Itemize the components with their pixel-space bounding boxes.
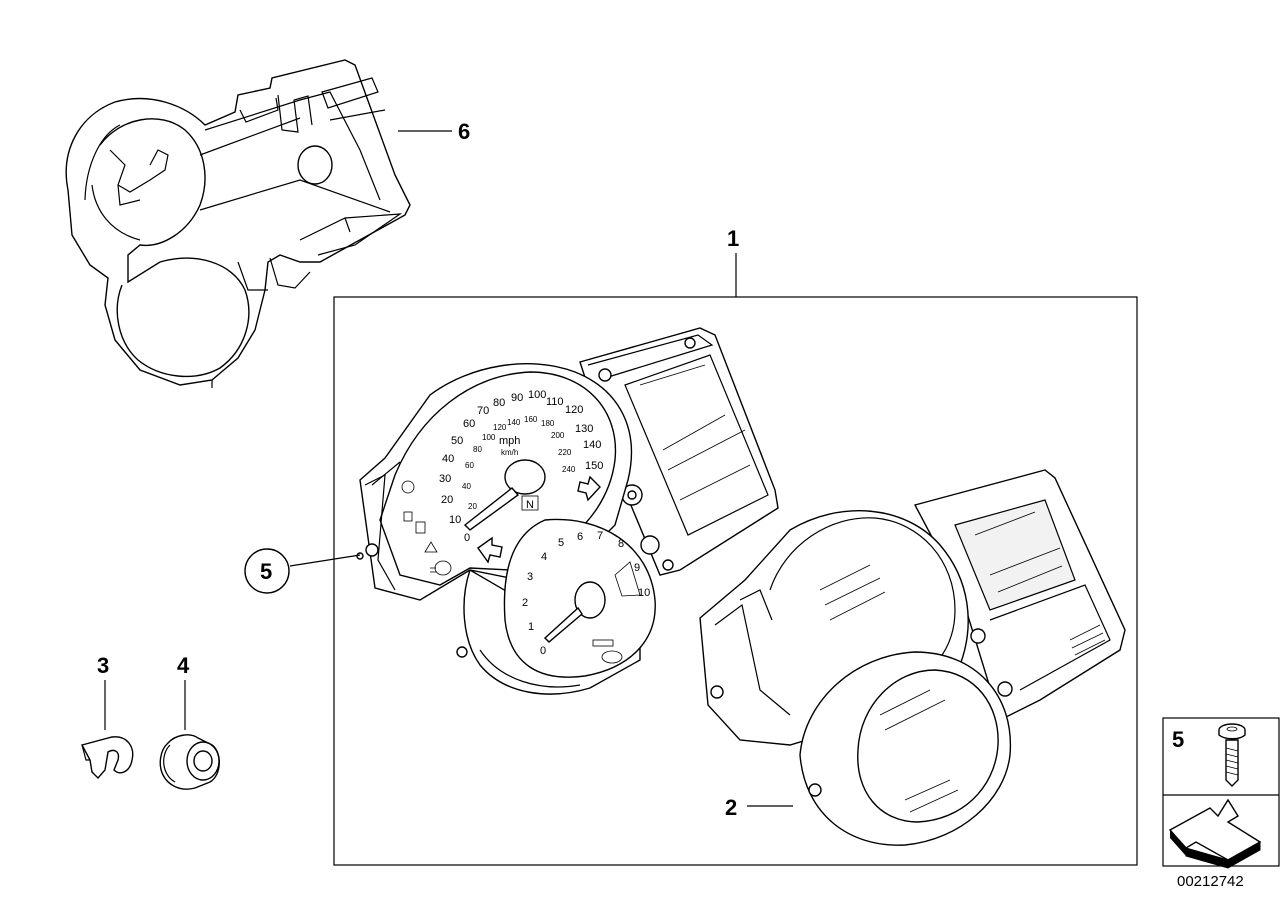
kmh-tick: 40 — [462, 482, 471, 491]
kmh-tick: 180 — [541, 419, 555, 428]
callout-4-label: 4 — [177, 653, 190, 678]
kmh-tick: 140 — [507, 418, 521, 427]
kmh-tick: 220 — [558, 448, 572, 457]
rpm-tick: 6 — [577, 531, 583, 543]
kmh-tick: 60 — [465, 461, 474, 470]
rpm-tick: 2 — [522, 597, 528, 609]
callout-2-label: 2 — [725, 795, 737, 820]
tachometer-scale: 0 1 2 3 4 5 6 7 8 9 10 — [522, 530, 650, 657]
rpm-tick: 8 — [618, 538, 624, 550]
mph-tick: 80 — [493, 397, 505, 409]
callout-5: 5 — [244, 548, 361, 594]
view-direction-arrow-icon — [1168, 798, 1262, 869]
detail-callout-5-label: 5 — [1172, 727, 1184, 752]
rpm-tick: 10 — [638, 587, 650, 599]
mph-tick: 50 — [451, 435, 463, 447]
gear-indicator: N — [526, 499, 534, 511]
rpm-tick: 0 — [540, 645, 546, 657]
mph-tick: 130 — [575, 423, 593, 435]
mph-tick: 10 — [449, 514, 461, 526]
callout-2: 2 — [725, 795, 793, 820]
rpm-tick: 4 — [541, 551, 547, 563]
kmh-tick: 160 — [524, 415, 538, 424]
mph-tick: 0 — [464, 532, 470, 544]
mph-scale: 0 10 20 30 40 50 60 70 80 90 100 110 120… — [439, 389, 603, 544]
unit-mph: mph — [499, 435, 520, 447]
mph-tick: 150 — [585, 460, 603, 472]
callout-6: 6 — [398, 119, 470, 144]
kmh-tick: 240 — [562, 465, 576, 474]
mph-tick: 70 — [477, 405, 489, 417]
rpm-tick: 3 — [527, 571, 533, 583]
rpm-tick: 9 — [634, 562, 640, 574]
kmh-tick: 120 — [493, 423, 507, 432]
mph-tick: 90 — [511, 392, 523, 404]
mph-tick: 30 — [439, 473, 451, 485]
mph-tick: 20 — [441, 494, 453, 506]
cover-lens-part-2 — [699, 469, 1126, 846]
callout-3-label: 3 — [97, 653, 109, 678]
mph-tick: 110 — [546, 396, 564, 408]
kmh-tick: 80 — [473, 445, 482, 454]
mph-tick: 120 — [565, 404, 583, 416]
callout-5-label: 5 — [260, 559, 272, 584]
unit-kmh: km/h — [501, 448, 518, 457]
mph-tick: 60 — [463, 418, 475, 430]
clip-part-3: 3 — [80, 653, 134, 780]
kmh-tick: 200 — [551, 431, 565, 440]
callout-6-label: 6 — [458, 119, 470, 144]
detail-box-screw: 5 — [1162, 717, 1280, 867]
kmh-tick: 20 — [468, 502, 477, 511]
warning-lights — [401, 480, 452, 576]
rpm-tick: 1 — [528, 621, 534, 633]
assembly-frame-part-1: 1 — [333, 226, 1138, 866]
kmh-scale: 20 40 60 80 100 120 140 160 180 200 220 … — [462, 415, 576, 511]
grommet-part-4: 4 — [159, 653, 220, 790]
rpm-tick: 5 — [558, 537, 564, 549]
mph-tick: 140 — [583, 439, 601, 451]
mph-tick: 40 — [442, 453, 454, 465]
kmh-tick: 100 — [482, 433, 496, 442]
rpm-tick: 7 — [597, 530, 603, 542]
mph-tick: 100 — [528, 389, 546, 401]
instrument-housing-part-6 — [65, 59, 411, 388]
catalog-number: 00212742 — [1177, 873, 1244, 890]
callout-1-label: 1 — [727, 226, 739, 251]
instrument-cluster: N 0 10 20 30 40 50 60 70 80 90 100 110 1… — [356, 327, 779, 695]
